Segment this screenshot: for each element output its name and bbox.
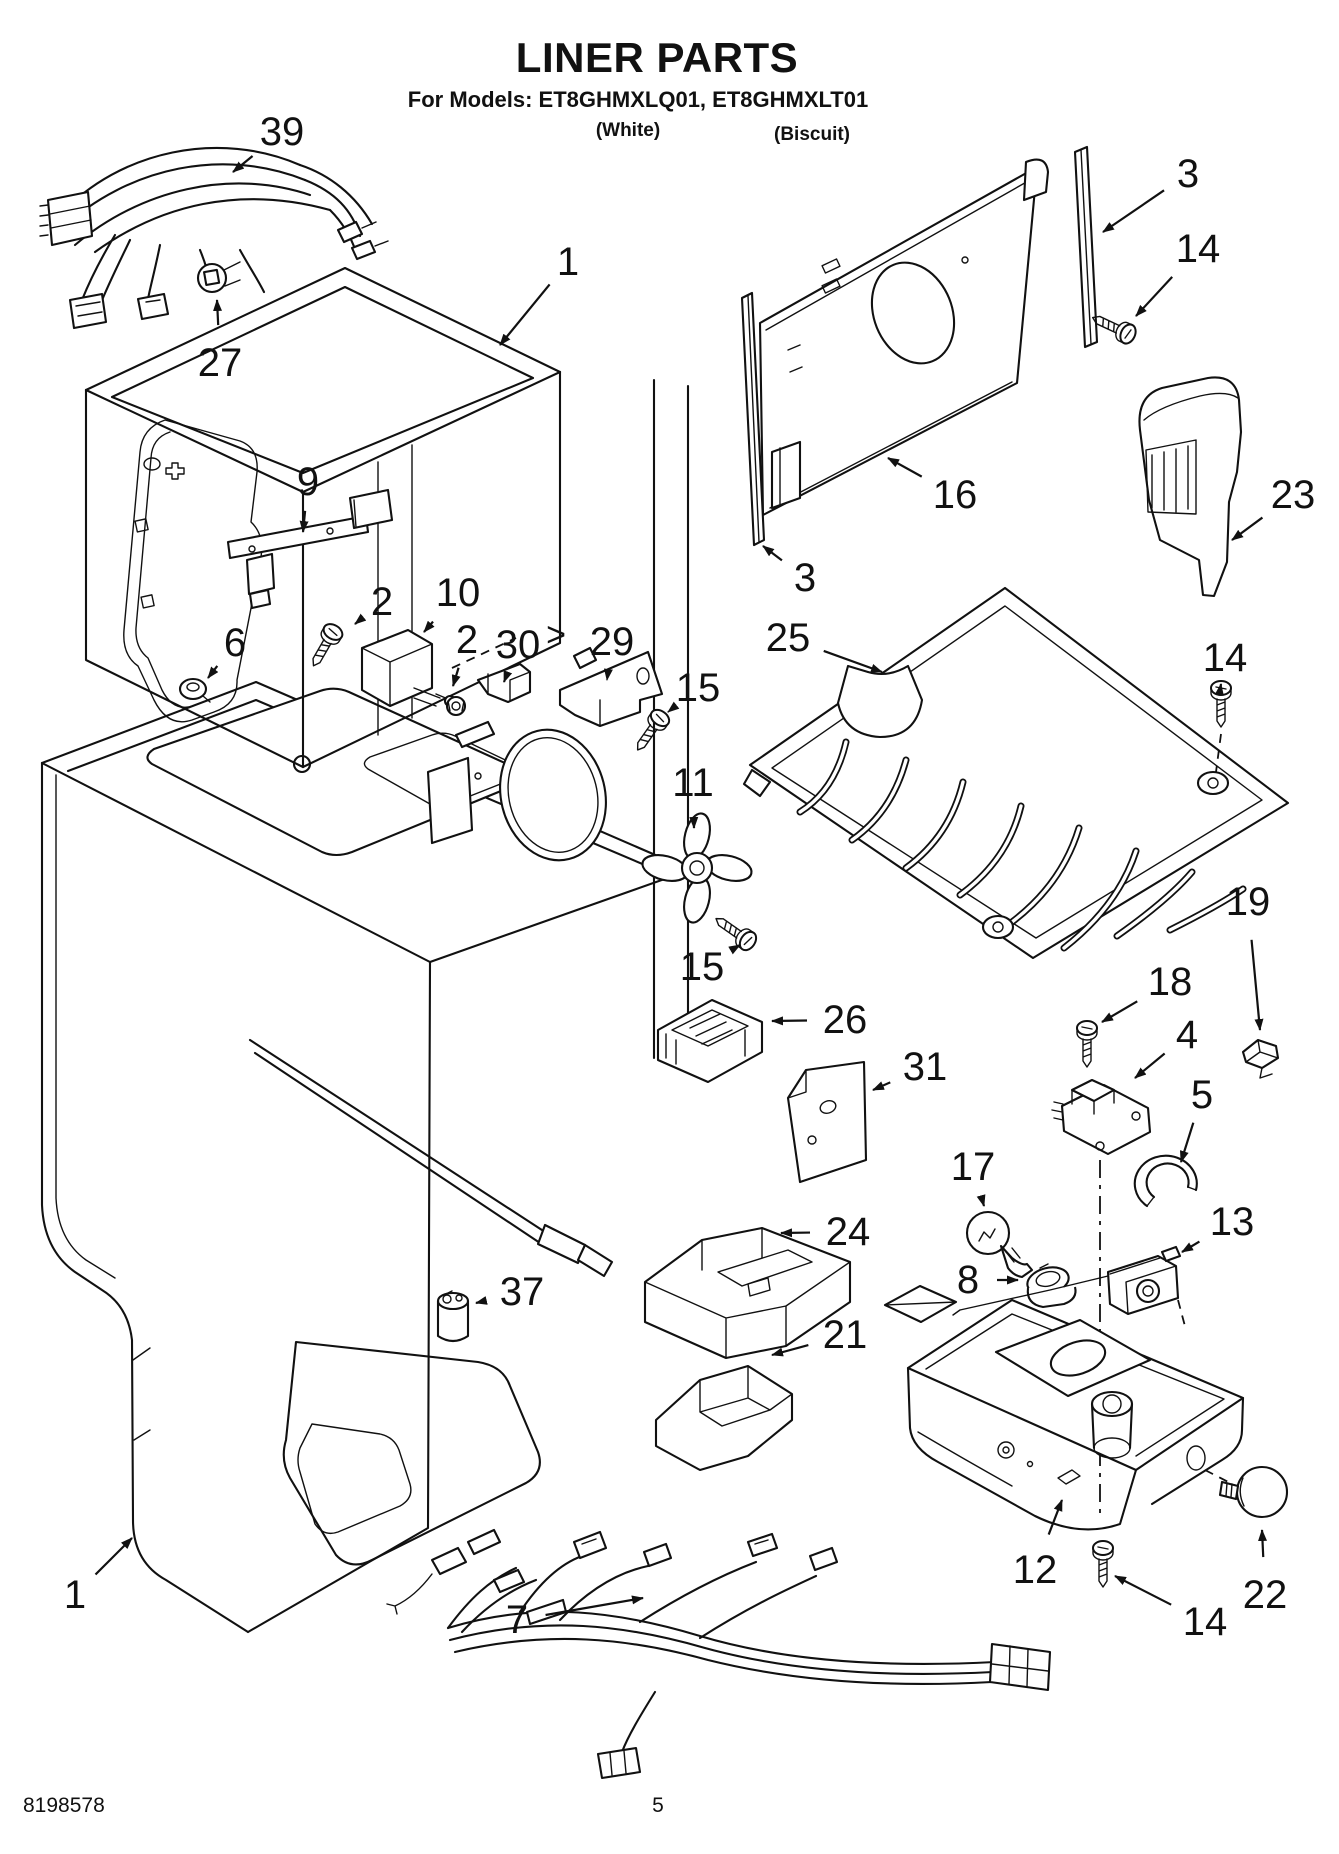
callout-leader-22: [1262, 1530, 1263, 1557]
page-number: 5: [652, 1794, 664, 1817]
callout-leader-19: [1252, 940, 1260, 1030]
control-housing-12: [908, 1300, 1243, 1529]
wire-harness-top: [40, 148, 388, 328]
callout-label-17: 17: [951, 1145, 996, 1189]
callout-leader-23: [1232, 518, 1262, 540]
foam-block-21: [656, 1366, 792, 1470]
callout-leader-3: [1103, 190, 1164, 232]
callout-leader-14: [1136, 277, 1172, 316]
callout-leader-10: [424, 622, 433, 632]
callout-label-37: 37: [500, 1270, 545, 1314]
control-knob-22: [1205, 1467, 1287, 1517]
callout-label-19: 19: [1226, 880, 1271, 924]
callout-label-8: 8: [957, 1258, 979, 1302]
callout-leader-2: [355, 620, 360, 624]
callout-label-39: 39: [260, 110, 305, 154]
callout-label-12: 12: [1013, 1548, 1058, 1592]
callout-leader-1: [500, 284, 550, 345]
callout-label-31: 31: [903, 1045, 948, 1089]
finish-white: (White): [596, 120, 660, 141]
callout-label-7: 7: [506, 1598, 528, 1642]
callout-label-14: 14: [1183, 1600, 1228, 1644]
finish-biscuit: (Biscuit): [774, 124, 850, 145]
chevron-mark: >: [546, 616, 566, 654]
callout-leader-31: [873, 1082, 890, 1090]
harness-connector: [990, 1644, 1050, 1690]
callout-leader-2: [453, 668, 459, 686]
callout-leader-16: [888, 458, 922, 477]
screw-14: [1093, 1541, 1113, 1587]
nut-2: [447, 697, 465, 715]
callout-leader-6: [208, 666, 217, 678]
callout-leader-18: [1102, 1001, 1137, 1022]
callout-leader-14: [1115, 1576, 1171, 1605]
callout-label-14: 14: [1176, 227, 1221, 271]
callout-label-3: 3: [794, 556, 816, 600]
callout-leader-5: [1181, 1123, 1193, 1162]
callout-label-11: 11: [672, 761, 714, 805]
page-header: LINER PARTS For Models: ET8GHMXLQ01, ET8…: [408, 34, 868, 145]
screw-2: [305, 621, 345, 671]
grommet-6: [180, 679, 210, 702]
callout-label-1: 1: [557, 240, 579, 284]
models-line: For Models: ET8GHMXLQ01, ET8GHMXLT01: [408, 87, 868, 112]
callout-label-13: 13: [1210, 1200, 1255, 1244]
page-footer: 8198578 5: [23, 1794, 664, 1817]
connector-27: [198, 262, 240, 292]
air-duct-23: [1139, 377, 1241, 596]
doc-number: 8198578: [23, 1794, 105, 1817]
callout-leader-4: [1135, 1053, 1165, 1078]
callout-label-16: 16: [933, 473, 978, 517]
callout-label-5: 5: [1191, 1073, 1213, 1117]
callout-label-24: 24: [826, 1210, 871, 1254]
callout-label-23: 23: [1271, 473, 1316, 517]
callout-label-3: 3: [1177, 152, 1199, 196]
harness-plug: [598, 1748, 640, 1778]
callout-label-15: 15: [680, 945, 725, 989]
callout-label-6: 6: [224, 621, 246, 665]
callout-label-10: 10: [436, 571, 481, 615]
callout-leader-13: [1182, 1242, 1199, 1252]
callout-leader-30: [504, 681, 505, 682]
clip-bracket-30: [478, 664, 530, 702]
retainer-clip-5: [1135, 1156, 1197, 1206]
foam-cover-24: [645, 1228, 850, 1358]
callout-leader-17: [983, 1204, 984, 1206]
freezer-control-thermostat-10: [362, 630, 455, 706]
callout-label-21: 21: [823, 1313, 868, 1357]
callout-label-2: 2: [371, 580, 393, 624]
callout-leader-37: [476, 1301, 485, 1303]
cover-plate-31: [788, 1062, 866, 1182]
insulation-pad: [885, 1286, 956, 1322]
callout-label-22: 22: [1243, 1573, 1288, 1617]
page-title: LINER PARTS: [516, 34, 798, 81]
callout-label-9: 9: [297, 460, 319, 504]
wire-harness-bottom: [387, 1530, 1050, 1778]
clip-19: [1243, 1040, 1278, 1078]
evaporator-fan-blade-11: [640, 811, 754, 925]
callout-leader-27: [217, 300, 218, 325]
drain-tube-37: [438, 1291, 468, 1341]
callout-label-1: 1: [64, 1573, 86, 1617]
callout-label-2: 2: [456, 618, 478, 662]
rear-air-panel-16: [760, 160, 1048, 515]
callout-label-29: 29: [590, 620, 635, 664]
callout-label-15: 15: [676, 666, 721, 710]
callout-label-30: 30: [496, 623, 541, 667]
callout-leader-3: [763, 546, 782, 560]
callout-label-18: 18: [1148, 960, 1193, 1004]
callout-leader-1: [96, 1538, 132, 1574]
callout-leader-12: [1049, 1500, 1062, 1535]
callout-label-26: 26: [823, 998, 868, 1042]
screw-18: [1077, 1021, 1097, 1067]
callout-label-25: 25: [766, 616, 811, 660]
callout-label-14: 14: [1203, 636, 1248, 680]
defrost-timer-4: [1052, 1080, 1150, 1154]
ice-guide-26: [658, 1000, 762, 1082]
callout-label-4: 4: [1176, 1013, 1198, 1057]
fresh-food-liner: [42, 380, 690, 1632]
callout-label-27: 27: [198, 341, 243, 385]
